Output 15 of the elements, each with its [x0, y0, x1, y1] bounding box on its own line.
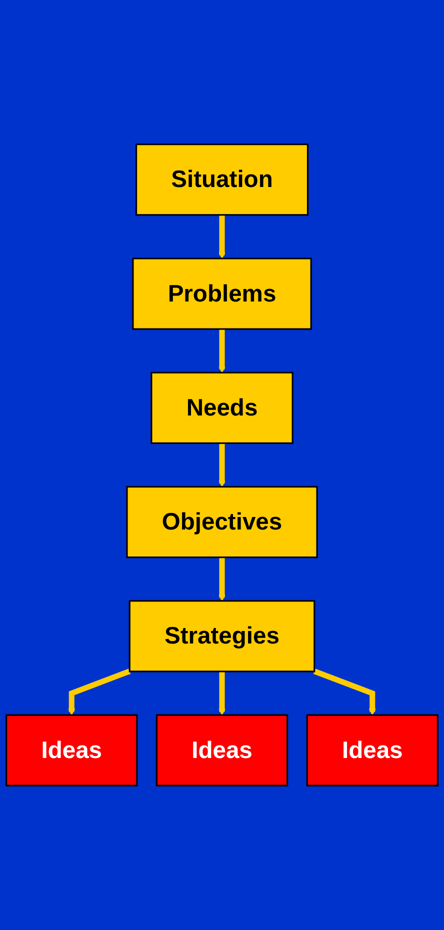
- arrow: [68, 668, 131, 716]
- node-box: Problems: [132, 258, 312, 330]
- node-box: Ideas: [156, 714, 288, 786]
- arrow: [218, 671, 226, 716]
- node-box: Objectives: [126, 486, 318, 558]
- arrow: [218, 329, 226, 373]
- arrow: [218, 214, 226, 259]
- node-box: Ideas: [306, 714, 438, 786]
- node-box: Strategies: [128, 600, 316, 672]
- arrow: [218, 557, 226, 602]
- node-box: Ideas: [6, 714, 138, 786]
- node-box: Needs: [150, 372, 294, 444]
- node-box: Situation: [135, 144, 309, 216]
- arrow: [218, 443, 226, 488]
- arrow: [313, 668, 376, 716]
